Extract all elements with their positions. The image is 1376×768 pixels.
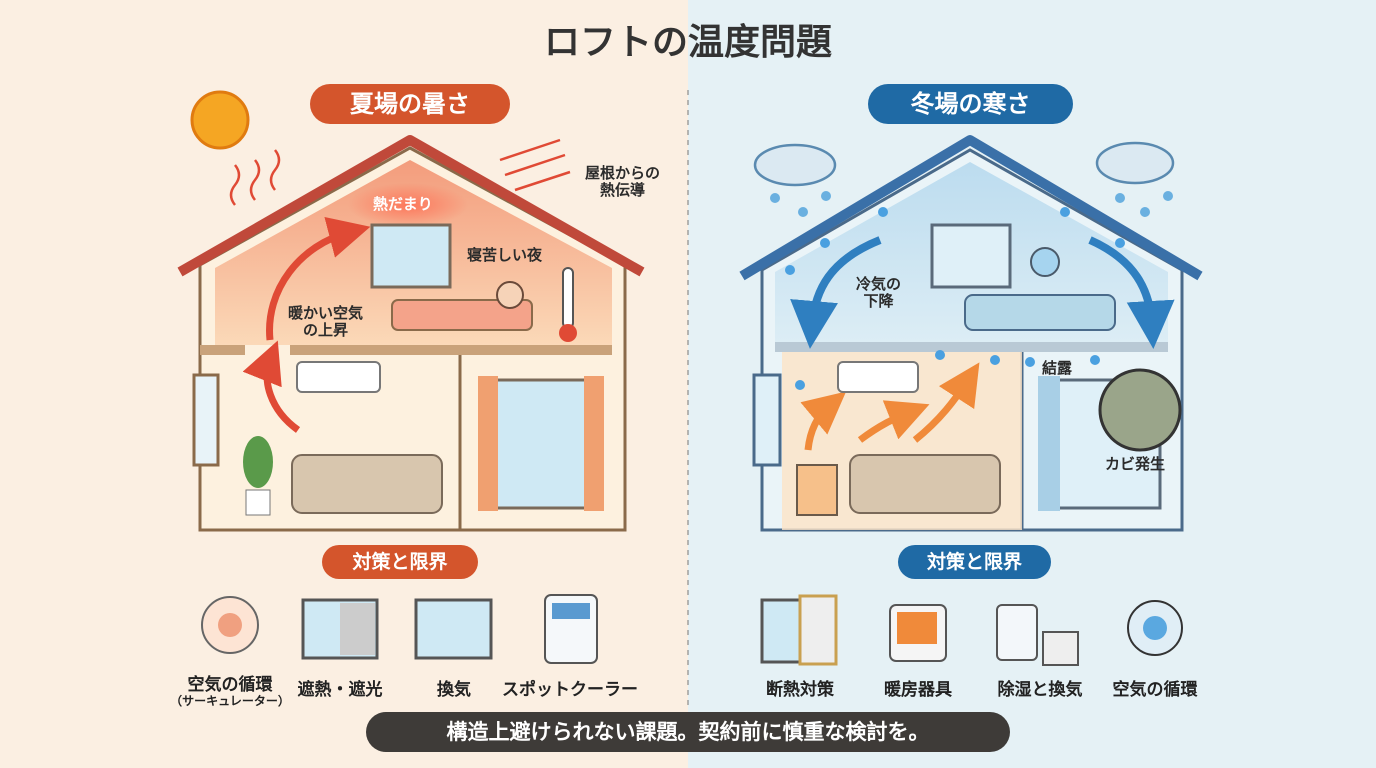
winter-heading: 冬場の寒さ bbox=[868, 84, 1073, 124]
summer-heading: 夏場の暑さ bbox=[310, 84, 510, 124]
measure-label: 暖房器具 bbox=[884, 680, 952, 700]
winter-measures-heading: 対策と限界 bbox=[898, 545, 1051, 579]
summer-house bbox=[177, 90, 645, 532]
sofa-icon bbox=[849, 454, 1001, 514]
page-title: ロフトの温度問題 bbox=[543, 22, 832, 63]
plant-icon bbox=[245, 489, 271, 516]
thermometer-icon bbox=[562, 267, 574, 329]
measure-sublabel: （サーキュレーター） bbox=[170, 694, 290, 708]
summer-measure-icons bbox=[201, 594, 598, 664]
heat-pool-label: 熱だまり bbox=[373, 195, 433, 213]
measure-label: 換気 bbox=[437, 680, 471, 700]
sun-icon bbox=[190, 90, 250, 150]
roof-conduction-label: 屋根からの熱伝導 bbox=[585, 164, 661, 200]
measure-label: 空気の循環 bbox=[1112, 680, 1198, 700]
summer-measures-heading: 対策と限界 bbox=[322, 545, 478, 579]
measure-label: スポットクーラー bbox=[502, 680, 638, 700]
heat-waves-icon bbox=[229, 138, 571, 206]
label-line: の上昇 bbox=[303, 321, 349, 340]
cloud-icon bbox=[753, 141, 1175, 187]
heater-icon bbox=[796, 464, 838, 516]
sleepless-label: 寝苦しい夜 bbox=[467, 246, 543, 264]
measure-label: 遮熱・遮光 bbox=[297, 680, 383, 700]
mold-label: カビ発生 bbox=[1105, 455, 1166, 473]
warm-rise-label: 暖かい空気の上昇 bbox=[288, 304, 364, 340]
label-line: 冷気の bbox=[856, 275, 902, 293]
winter-measure-icons bbox=[760, 594, 1183, 666]
label-line: 暖かい空気 bbox=[288, 304, 364, 322]
label-line: 熱伝導 bbox=[600, 181, 646, 200]
air-conditioner-icon bbox=[837, 361, 919, 393]
snowflake-icon bbox=[770, 191, 1173, 217]
label-line: 屋根からの bbox=[585, 164, 661, 182]
measure-label: 空気の循環 bbox=[187, 675, 273, 695]
mold-icon bbox=[1098, 368, 1182, 452]
footer-banner: 構造上避けられない課題。契約前に慎重な検討を。 bbox=[366, 712, 1010, 752]
winter-house bbox=[739, 135, 1203, 532]
label-line: 下降 bbox=[863, 292, 894, 311]
sofa-icon bbox=[291, 454, 443, 514]
condensation-label: 結露 bbox=[1042, 359, 1073, 377]
air-conditioner-icon bbox=[296, 361, 381, 393]
cold-fall-label: 冷気の下降 bbox=[856, 275, 902, 311]
measure-label: 除湿と換気 bbox=[997, 680, 1083, 700]
measure-label: 断熱対策 bbox=[766, 680, 834, 700]
